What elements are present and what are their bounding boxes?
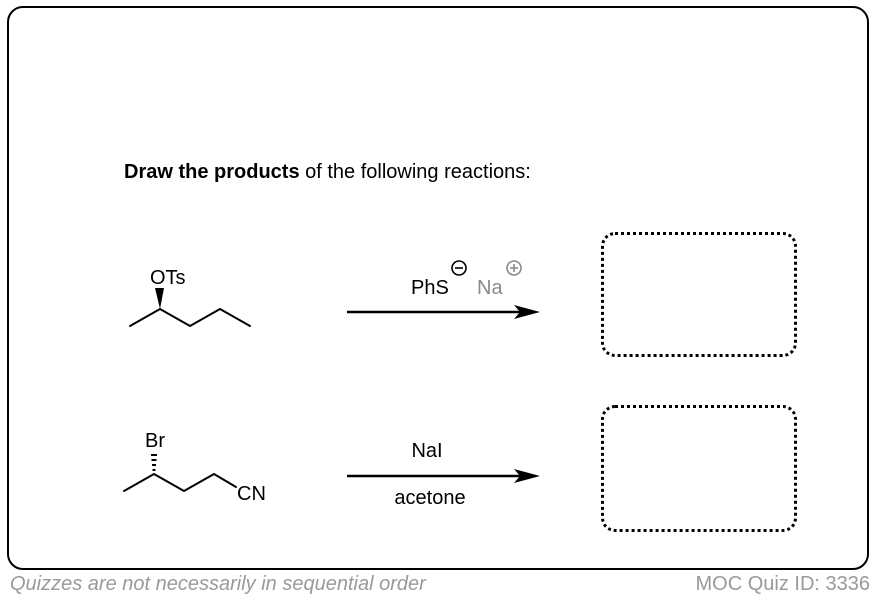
substrate-2-chain bbox=[123, 473, 237, 492]
substrate-2-structure bbox=[123, 473, 237, 492]
reaction-arrow-2 bbox=[347, 469, 540, 483]
substrate-1-label: OTs bbox=[150, 267, 186, 289]
substrate-2-hashed-bond bbox=[151, 454, 157, 471]
quiz-id: MOC Quiz ID: 3336 bbox=[695, 573, 870, 595]
substrate-1-chain bbox=[129, 308, 251, 327]
instruction-text: Draw the products of the following react… bbox=[124, 160, 531, 184]
instruction-rest: of the following reactions: bbox=[299, 161, 531, 183]
negative-charge-icon bbox=[451, 260, 467, 276]
substrate-1-wedge-bond bbox=[155, 288, 164, 309]
reagent-2-top: NaI bbox=[411, 440, 442, 462]
answer-box-1[interactable] bbox=[601, 232, 797, 357]
positive-charge-icon bbox=[506, 260, 522, 276]
reagent-1-cation: Na bbox=[477, 277, 503, 299]
reagent-2-solvent: acetone bbox=[394, 487, 465, 509]
quiz-card bbox=[7, 6, 869, 570]
instruction-bold: Draw the products bbox=[124, 161, 300, 183]
substrate-2-label-end: CN bbox=[237, 483, 266, 505]
substrate-1-structure bbox=[129, 308, 251, 327]
footer-disclaimer: Quizzes are not necessarily in sequentia… bbox=[10, 573, 426, 595]
substrate-2-label-top: Br bbox=[145, 430, 165, 452]
answer-box-2[interactable] bbox=[601, 405, 797, 532]
reagent-1-anion: PhS bbox=[411, 277, 449, 299]
reaction-arrow-1 bbox=[347, 305, 540, 319]
